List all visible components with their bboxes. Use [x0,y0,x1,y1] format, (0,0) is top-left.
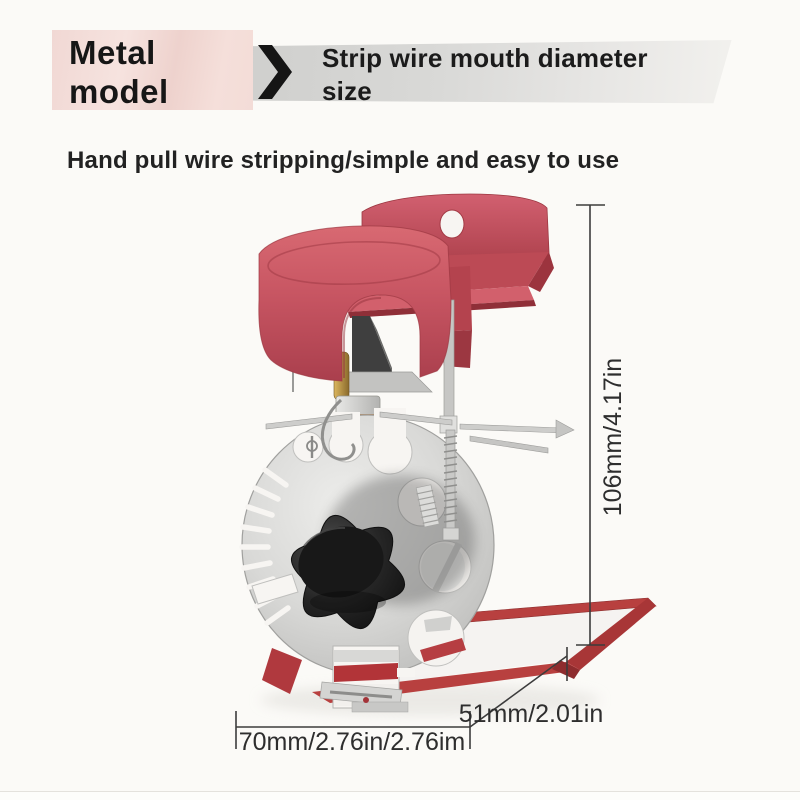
ribbon-title: Strip wire mouth diameter size [322,42,648,108]
chevron-right-icon [258,45,292,99]
width-dimension-label: 70mm/2.76in/2.76im [239,728,466,756]
ribbon-title-line2: size [322,76,372,106]
wing-arms [265,411,575,454]
hanging-hole [439,209,465,239]
height-dimension-label: 106mm/4.17in [599,358,627,516]
tagline: Hand pull wire stripping/simple and easy… [67,147,620,174]
red-handle [258,225,452,382]
lower-bracket [319,681,409,713]
depth-dimension-line [469,655,568,728]
depth-dimension-label: 51mm/2.01in [459,700,604,728]
dial-slot [251,573,299,605]
handle-groove [267,240,441,286]
adjustment-knob [290,514,406,630]
title-ribbon [248,40,732,104]
model-badge-line2: model [69,73,169,110]
dimension-annotations [235,204,605,749]
keyhole-mark-icon [306,436,318,458]
model-badge-line1: Metal [69,34,156,71]
ribbon-title-line1: Strip wire mouth diameter [322,43,648,73]
stripping-blade [352,316,392,388]
model-badge: Metal model [52,30,253,110]
photo-edge [0,791,800,800]
threaded-rod [442,429,460,541]
hook-wire [320,398,356,461]
set-screw [415,484,440,528]
